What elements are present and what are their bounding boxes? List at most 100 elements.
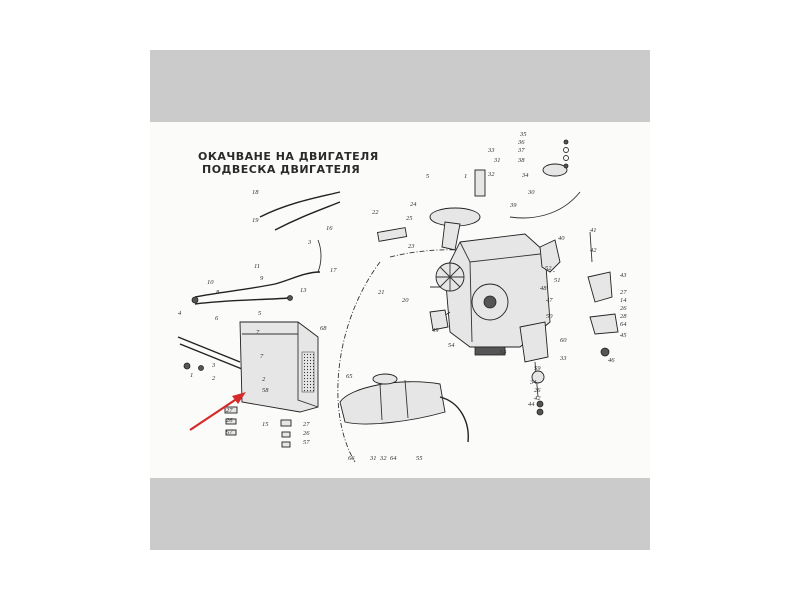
part-number-label: 26 bbox=[226, 417, 233, 424]
part-number-label: 40 bbox=[558, 235, 565, 242]
pipe-5 bbox=[317, 239, 322, 273]
part-number-label: 57 bbox=[226, 429, 233, 436]
part-number-label: 32 bbox=[487, 171, 495, 178]
part-number-label: 58 bbox=[262, 387, 269, 394]
part-number-label: 34 bbox=[529, 379, 537, 386]
part-number-label: 24 bbox=[410, 201, 417, 208]
part-number-label: 27 bbox=[226, 407, 233, 414]
part-number-label: 35 bbox=[519, 131, 527, 138]
fastener-stack-right bbox=[280, 419, 292, 448]
part-number-label: 8 bbox=[216, 289, 220, 296]
part-number-label: 55 bbox=[416, 455, 423, 462]
red-pointer-arrow-icon bbox=[189, 392, 246, 431]
radiator-68 bbox=[239, 321, 319, 413]
hose-19 bbox=[259, 191, 341, 218]
part-number-label: 2 bbox=[212, 375, 216, 382]
part-number-label: 31 bbox=[369, 455, 377, 462]
part-number-label: 64 bbox=[390, 455, 397, 462]
bracket-54 bbox=[429, 309, 449, 331]
part-32 bbox=[474, 169, 486, 197]
part-number-label: 4 bbox=[178, 310, 182, 317]
part-number-label: 42 bbox=[534, 395, 541, 402]
part-number-label: 43 bbox=[620, 272, 627, 279]
part-number-label: 26 bbox=[303, 430, 310, 437]
part-number-label: 54 bbox=[448, 342, 455, 349]
washer-2 bbox=[198, 365, 204, 371]
part-number-label: 51 bbox=[554, 277, 561, 284]
part-number-label: 65 bbox=[346, 373, 353, 380]
part-number-label: 53 bbox=[500, 349, 507, 356]
part-number-label: 57 bbox=[303, 439, 310, 446]
part-number-label: 41 bbox=[590, 227, 597, 234]
part-number-label: 60 bbox=[560, 337, 567, 344]
part-number-label: 26 bbox=[620, 305, 627, 312]
part-number-label: 18 bbox=[252, 189, 259, 196]
part-number-label: 2 bbox=[262, 376, 266, 383]
part-number-label: 36 bbox=[517, 139, 525, 146]
part-number-label: 30 bbox=[527, 189, 535, 196]
part-number-label: 33 bbox=[487, 147, 495, 154]
part-number-label: 52 bbox=[545, 265, 552, 272]
hose-10 bbox=[194, 297, 291, 305]
hose-18 bbox=[274, 201, 341, 231]
title-line-2: ПОДВЕСКА ДВИГАТЕЛЯ bbox=[202, 163, 360, 176]
title-line-1: ОКАЧВАНЕ НА ДВИГАТЕЛЯ bbox=[198, 150, 379, 163]
part-number-label: 1 bbox=[190, 372, 193, 379]
guide-curve-left bbox=[337, 261, 381, 463]
part-number-label: 39 bbox=[509, 202, 517, 209]
part-number-label: 9 bbox=[260, 275, 264, 282]
part-number-label: 59 bbox=[534, 365, 541, 372]
part-number-label: 5 bbox=[426, 173, 430, 180]
part-number-label: 64 bbox=[620, 321, 627, 328]
part-number-label: 32 bbox=[379, 455, 387, 462]
part-number-label: 46 bbox=[608, 357, 615, 364]
hose-39 bbox=[509, 191, 581, 219]
part-number-label: 47 bbox=[546, 297, 553, 304]
fastener-stack-left bbox=[224, 406, 238, 436]
part-number-label: 23 bbox=[408, 243, 415, 250]
part-number-label: 26 bbox=[534, 387, 541, 394]
part-22 bbox=[376, 227, 408, 242]
part-number-label: 49 bbox=[432, 327, 439, 334]
exhaust-muffler bbox=[339, 373, 469, 443]
bottom-gray-band bbox=[150, 478, 650, 550]
bracket-bar bbox=[177, 336, 241, 363]
part-number-label: 1 bbox=[464, 173, 467, 180]
lower-mount bbox=[519, 321, 549, 416]
fastener-column-top bbox=[563, 139, 569, 169]
part-number-label: 27 bbox=[303, 421, 310, 428]
part-number-label: 7 bbox=[256, 329, 260, 336]
fan bbox=[435, 262, 465, 292]
part-number-label: 50 bbox=[546, 313, 553, 320]
air-filter bbox=[429, 207, 481, 251]
part-number-label: 5 bbox=[258, 310, 262, 317]
part-number-label: 25 bbox=[406, 215, 413, 222]
part-number-label: 66 bbox=[348, 455, 355, 462]
part-34 bbox=[542, 163, 568, 177]
part-number-label: 11 bbox=[254, 263, 260, 270]
part-number-label: 48 bbox=[540, 285, 547, 292]
bracket-bar-lower bbox=[179, 343, 243, 370]
hose-11 bbox=[194, 271, 321, 298]
right-mount-bracket bbox=[539, 231, 619, 357]
part-number-label: 7 bbox=[260, 353, 264, 360]
part-number-label: 28 bbox=[620, 313, 627, 320]
part-number-label: 68 bbox=[320, 325, 327, 332]
part-number-label: 38 bbox=[517, 157, 525, 164]
clamp-9 bbox=[191, 296, 199, 304]
part-number-label: 44 bbox=[528, 401, 535, 408]
part-number-label: 27 bbox=[620, 289, 627, 296]
part-number-label: 33 bbox=[559, 355, 567, 362]
part-number-label: 34 bbox=[521, 172, 529, 179]
part-number-label: 3 bbox=[307, 239, 312, 246]
part-number-label: 31 bbox=[493, 157, 501, 164]
part-number-label: 22 bbox=[372, 209, 379, 216]
part-number-label: 15 bbox=[262, 421, 269, 428]
engine-mount-diagram: ОКАЧВАНЕ НА ДВИГАТЕЛЯ ПОДВЕСКА ДВИГАТЕЛЯ bbox=[177, 131, 627, 463]
clamp-13 bbox=[287, 295, 293, 301]
engine-block bbox=[430, 233, 551, 356]
part-number-label: 37 bbox=[517, 147, 525, 154]
part-number-label: 16 bbox=[326, 225, 333, 232]
part-number-label: 6 bbox=[215, 315, 219, 322]
part-number-label: 21 bbox=[378, 289, 385, 296]
